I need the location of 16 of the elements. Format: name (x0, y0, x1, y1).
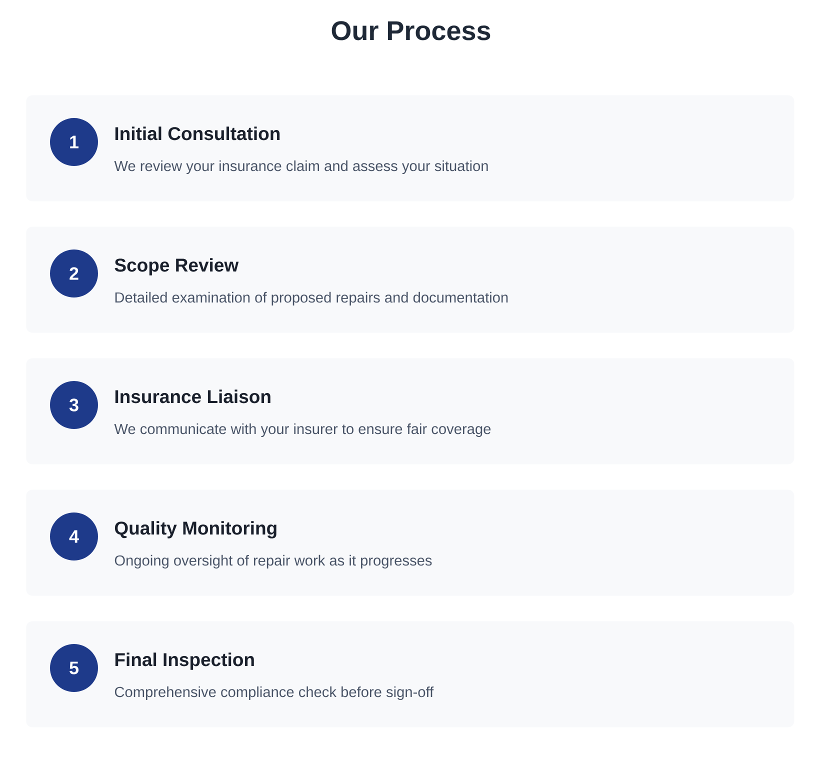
step-card (26, 621, 794, 728)
step-description: Ongoing oversight of repair work as it progresses (114, 554, 432, 569)
step-card (26, 490, 794, 596)
step-title: Final Inspection (115, 652, 254, 670)
step-description: Detailed examination of proposed repairs and documentation (115, 292, 508, 306)
step-title: Initial Consultation (115, 126, 280, 140)
step-description: We communicate with your insurer to ensure fair coverage (114, 423, 491, 438)
step-description: We review your insurance claim and assess your situation (114, 160, 488, 174)
step-title: Insurance Liaison (115, 390, 270, 404)
step-card (26, 226, 794, 333)
step-card (26, 95, 794, 202)
heading: Our Process (332, 21, 490, 40)
step-title: Scope Review (114, 258, 239, 276)
step-title: Quality Monitoring (114, 521, 276, 538)
step-description: Comprehensive compliance check before sign-off (114, 686, 434, 700)
step-card (26, 358, 794, 464)
